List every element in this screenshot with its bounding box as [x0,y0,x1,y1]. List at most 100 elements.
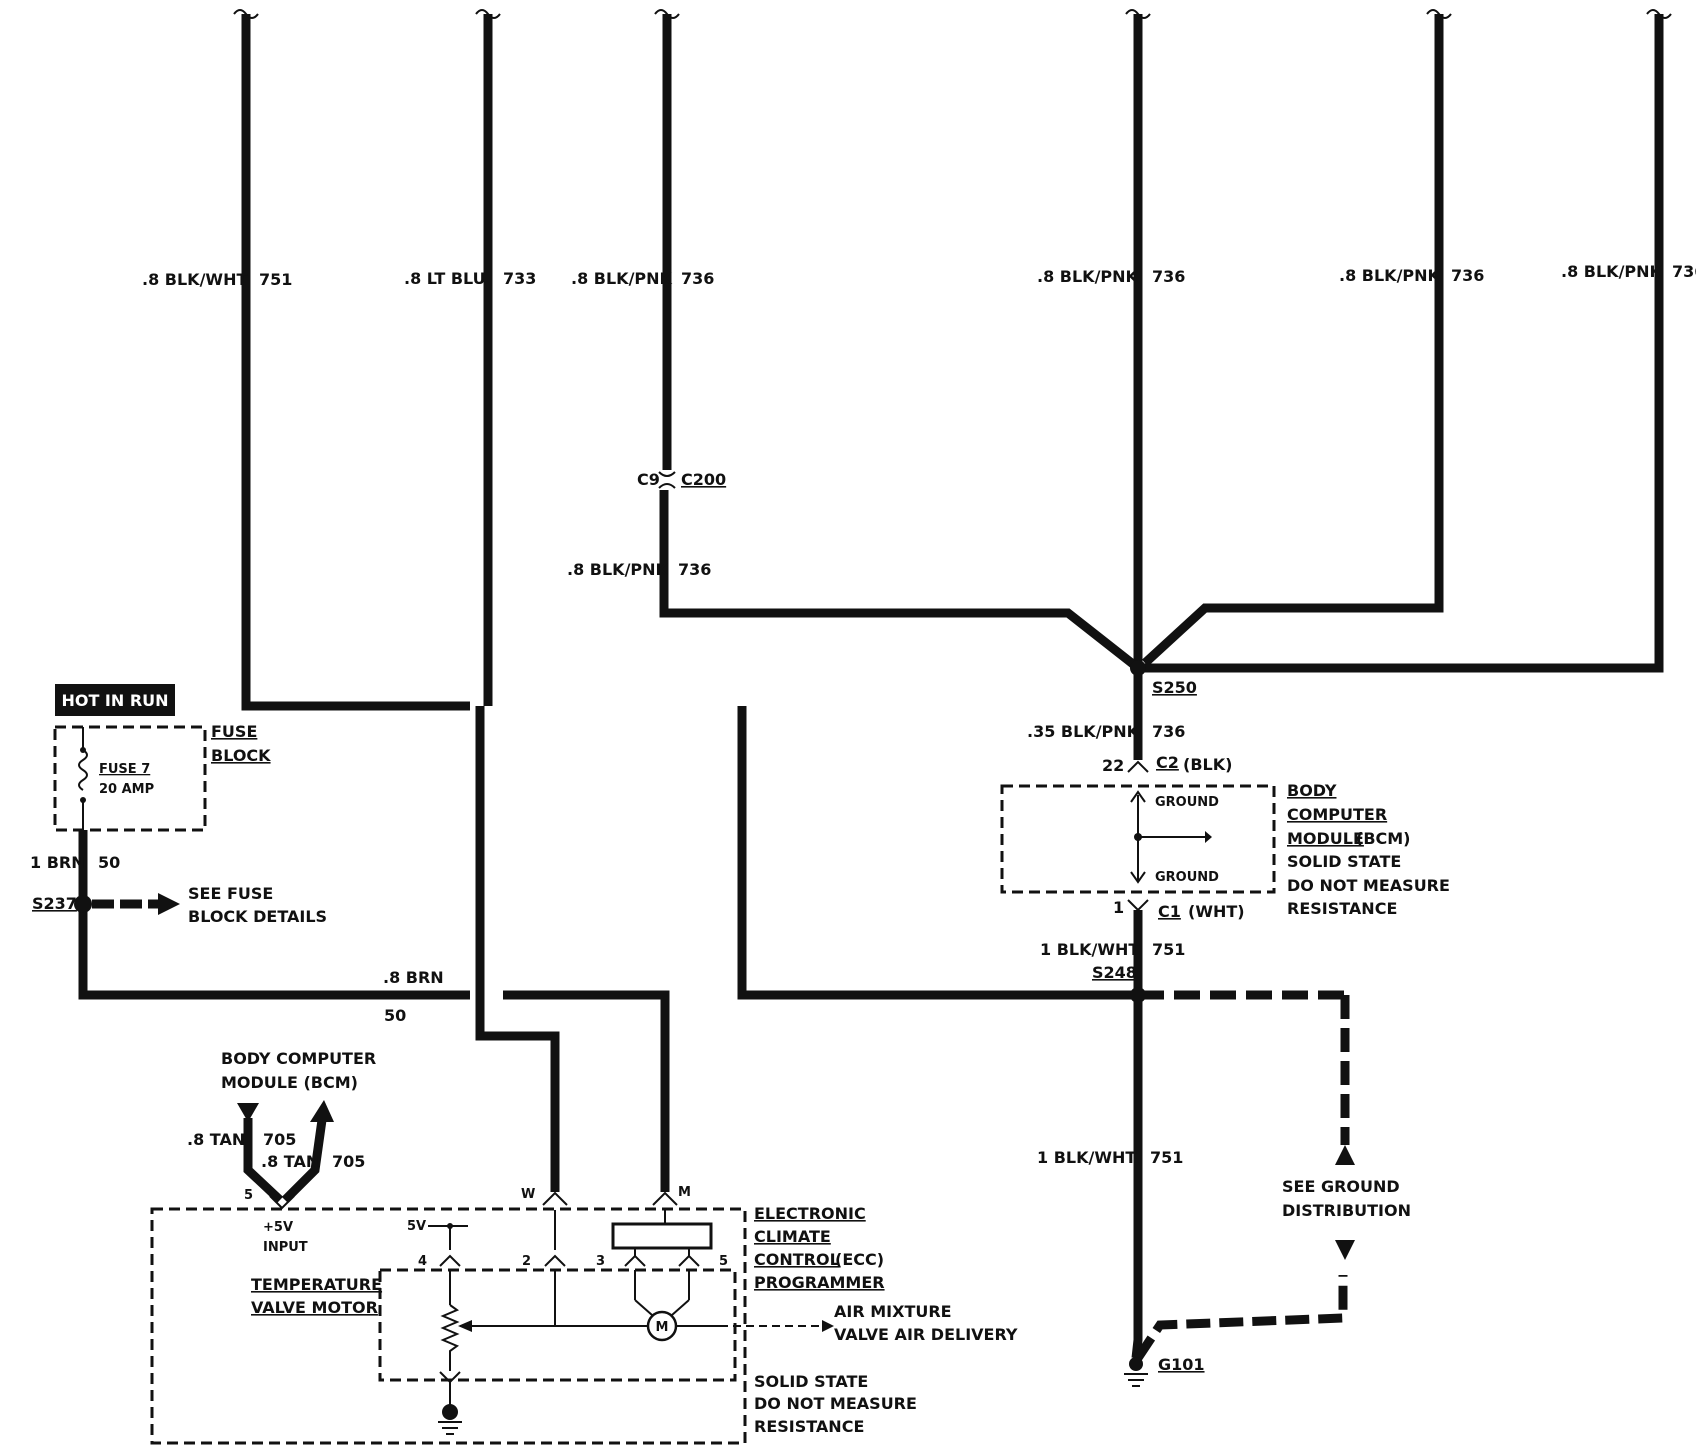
svg-text:GROUND: GROUND [1155,795,1219,810]
connector-c200: C9 C200 [637,470,726,489]
svg-text:INPUT: INPUT [263,1240,308,1255]
air-mixture-arrow: AIR MIXTURE VALVE AIR DELIVERY [720,1302,1018,1344]
wire-break-marks [233,9,1672,19]
svg-text:.8 TAN: .8 TAN [187,1130,245,1149]
svg-text:.8 BRN: .8 BRN [383,968,444,987]
svg-text:751: 751 [259,270,292,289]
svg-text:(ECC): (ECC) [835,1250,884,1269]
fuse-block: FUSE 7 20 AMP FUSE BLOCK [53,722,271,832]
wire-50: 1 BRN 50 .8 BRN 50 [30,830,670,1192]
svg-text:50: 50 [384,1006,406,1025]
svg-text:M: M [678,1185,691,1200]
wire-705: .8 TAN 705 .8 TAN 705 [187,1100,365,1204]
svg-text:BLOCK: BLOCK [211,746,271,765]
svg-text:G101: G101 [1158,1355,1205,1374]
svg-text:C9: C9 [637,470,660,489]
svg-text:SOLID STATE: SOLID STATE [1287,852,1401,871]
svg-text:751: 751 [1152,940,1185,959]
svg-text:.8 BLK/PNK: .8 BLK/PNK [1561,262,1663,281]
svg-text:BLOCK DETAILS: BLOCK DETAILS [188,907,327,926]
wire-751-top: .8 BLK/WHT 751 [142,14,470,711]
svg-text:.8 BLK/PNK: .8 BLK/PNK [1037,267,1139,286]
svg-text:22: 22 [1102,756,1124,775]
svg-text:(BCM): (BCM) [1356,829,1410,848]
svg-text:1 BLK/WHT: 1 BLK/WHT [1037,1148,1136,1167]
svg-text:S250: S250 [1152,678,1197,697]
svg-text:2: 2 [522,1254,531,1269]
svg-text:736: 736 [681,269,714,288]
svg-text:SOLID STATE: SOLID STATE [754,1372,868,1391]
svg-text:C2: C2 [1156,753,1179,772]
svg-text:.8 BLK/PNK: .8 BLK/PNK [571,269,673,288]
svg-text:736: 736 [678,560,711,579]
svg-text:1: 1 [1113,898,1124,917]
wire-751-return [737,706,1345,1000]
svg-text:S248: S248 [1092,963,1137,982]
splice-s237: S237 [32,894,92,913]
svg-text:TEMPERATURE: TEMPERATURE [251,1275,382,1294]
svg-text:DISTRIBUTION: DISTRIBUTION [1282,1201,1411,1220]
svg-text:736: 736 [1152,722,1185,741]
svg-text:RESISTANCE: RESISTANCE [1287,899,1397,918]
svg-text:.8 BLK/PNK: .8 BLK/PNK [1339,266,1441,285]
ecc-programmer-box [150,1207,747,1445]
svg-text:GROUND: GROUND [1155,870,1219,885]
svg-text:5: 5 [719,1254,728,1269]
svg-text:ELECTRONIC: ELECTRONIC [754,1204,866,1223]
hot-in-run-badge: HOT IN RUN [55,684,175,716]
wire-736-bcm: .35 BLK/PNK 736 [1027,668,1185,760]
svg-text:3: 3 [596,1254,605,1269]
svg-text:MODULE: MODULE [1287,829,1364,848]
ecc-pin-m: M [652,1185,691,1206]
svg-text:1 BLK/WHT: 1 BLK/WHT [1040,940,1139,959]
bcm-left-label: BODY COMPUTER MODULE (BCM) [221,1049,376,1092]
wire-751-low: 1 BLK/WHT 751 [1037,995,1350,1361]
svg-text:705: 705 [332,1152,365,1171]
svg-text:751: 751 [1150,1148,1183,1167]
svg-text:5: 5 [244,1188,253,1203]
svg-text:C200: C200 [681,470,726,489]
svg-text:S237: S237 [32,894,77,913]
svg-text:(BLK): (BLK) [1183,755,1232,774]
svg-text:CONTROL: CONTROL [754,1250,840,1269]
bcm-right-label: BODY COMPUTER MODULE (BCM) SOLID STATE D… [1287,781,1450,918]
svg-text:+5V: +5V [263,1220,293,1235]
svg-text:4: 4 [418,1254,427,1269]
svg-text:SEE FUSE: SEE FUSE [188,884,273,903]
svg-text:M: M [656,1320,669,1335]
connector-c2: 22 C2 (BLK) [1102,753,1232,775]
svg-text:C1: C1 [1158,902,1181,921]
svg-text:.35 BLK/PNK: .35 BLK/PNK [1027,722,1140,741]
wire-736-b: .8 BLK/PNK 736 [1037,14,1185,668]
wire-751-mid: 1 BLK/WHT 751 [1040,910,1185,995]
svg-text:RESISTANCE: RESISTANCE [754,1417,864,1436]
ecc-pin-w: W [521,1187,568,1206]
svg-text:736: 736 [1152,267,1185,286]
svg-text:BODY COMPUTER: BODY COMPUTER [221,1049,376,1068]
ground-g101: G101 [1124,1355,1205,1387]
svg-text:DO NOT MEASURE: DO NOT MEASURE [754,1394,917,1413]
svg-text:BODY: BODY [1287,781,1337,800]
svg-text:.8 BLK/WHT: .8 BLK/WHT [142,270,247,289]
svg-text:MODULE (BCM): MODULE (BCM) [221,1073,358,1092]
svg-text:PROGRAMMER: PROGRAMMER [754,1273,885,1292]
wire-736-a: .8 BLK/PNK 736 .8 BLK/PNK 736 [567,14,1141,672]
wire-736-d: .8 BLK/PNK 736 [1138,14,1696,673]
svg-text:733: 733 [503,269,536,288]
wire-736-c: .8 BLK/PNK 736 [1141,14,1484,667]
temperature-valve-motor-label: TEMPERATURE VALVE MOTOR [251,1275,382,1317]
svg-text:VALVE MOTOR: VALVE MOTOR [251,1298,378,1317]
connector-c1: 1 C1 (WHT) [1113,898,1245,921]
ecc-internal: 5V 4 2 3 5 [407,1210,728,1269]
svg-text:COMPUTER: COMPUTER [1287,805,1387,824]
svg-text:HOT IN RUN: HOT IN RUN [61,691,168,710]
wire-733: .8 LT BLU 733 [404,14,560,1192]
svg-text:.8 BLK/PNK: .8 BLK/PNK [567,560,669,579]
svg-text:20 AMP: 20 AMP [99,782,154,797]
svg-text:DO NOT MEASURE: DO NOT MEASURE [1287,876,1450,895]
svg-text:W: W [521,1187,535,1202]
svg-text:705: 705 [263,1130,296,1149]
svg-text:FUSE: FUSE [211,722,257,741]
svg-text:.8 TAN: .8 TAN [261,1152,319,1171]
